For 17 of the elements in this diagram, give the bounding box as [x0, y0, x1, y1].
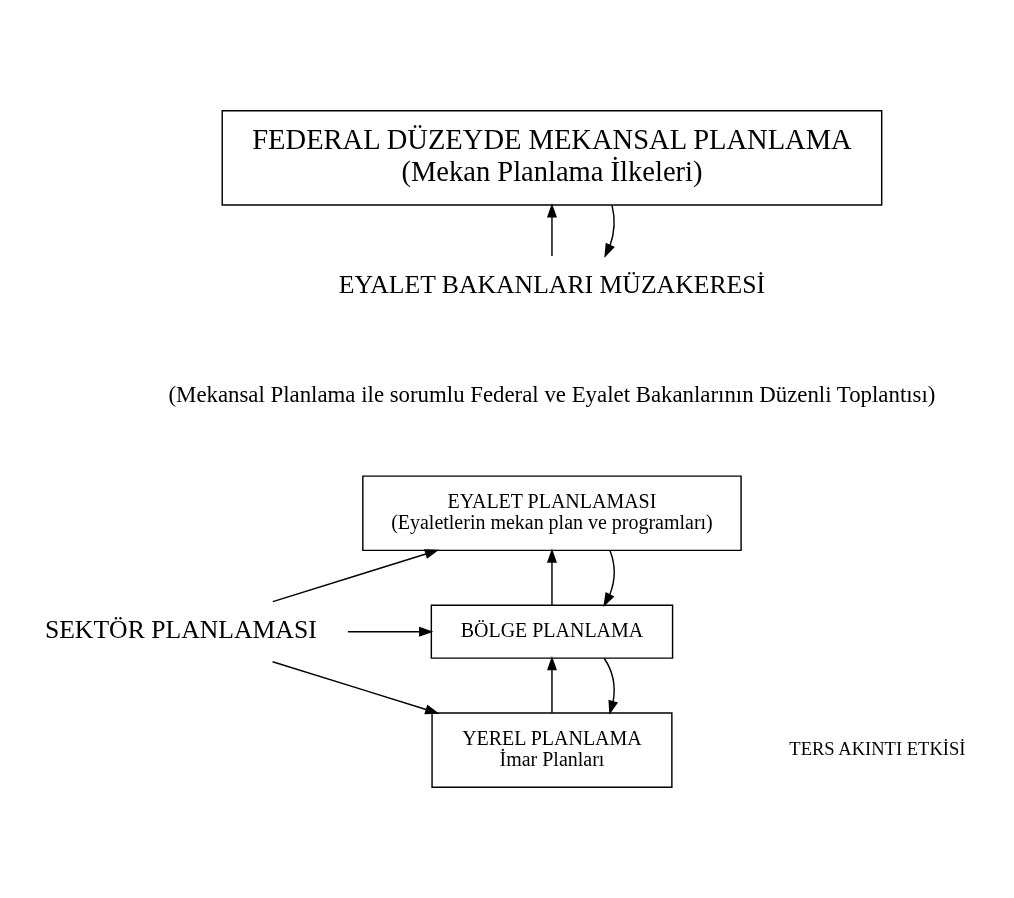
- arrow: [272, 549, 440, 603]
- label: TERS AKINTI ETKİSİ: [789, 738, 966, 760]
- arrow: [271, 661, 440, 715]
- node-box: YEREL PLANLAMA İmar Planları: [431, 712, 673, 788]
- label: (Mekansal Planlama ile sorumlu Federal ve Eyalet Bakanlarının Düzenli Toplantısı): [168, 381, 936, 407]
- node-text: EYALET BAKANLARI MÜZAKERESİ: [338, 269, 766, 299]
- arrow: [546, 656, 557, 714]
- arrow: [546, 203, 557, 257]
- node-box: BÖLGE PLANLAMA: [430, 604, 674, 659]
- arrow: [604, 204, 615, 258]
- arrow: [603, 549, 615, 607]
- node-box: FEDERAL DÜZEYDE MEKANSAL PLANLAMA (Mekan Planlama İlkeleri): [221, 110, 883, 206]
- arrow: [603, 657, 619, 715]
- arrow: [347, 626, 434, 637]
- node-box: EYALET PLANLAMASI (Eyaletlerin mekan plan ve programları): [362, 475, 742, 552]
- node-text: SEKTÖR PLANLAMASI: [44, 614, 317, 644]
- arrow: [546, 548, 557, 606]
